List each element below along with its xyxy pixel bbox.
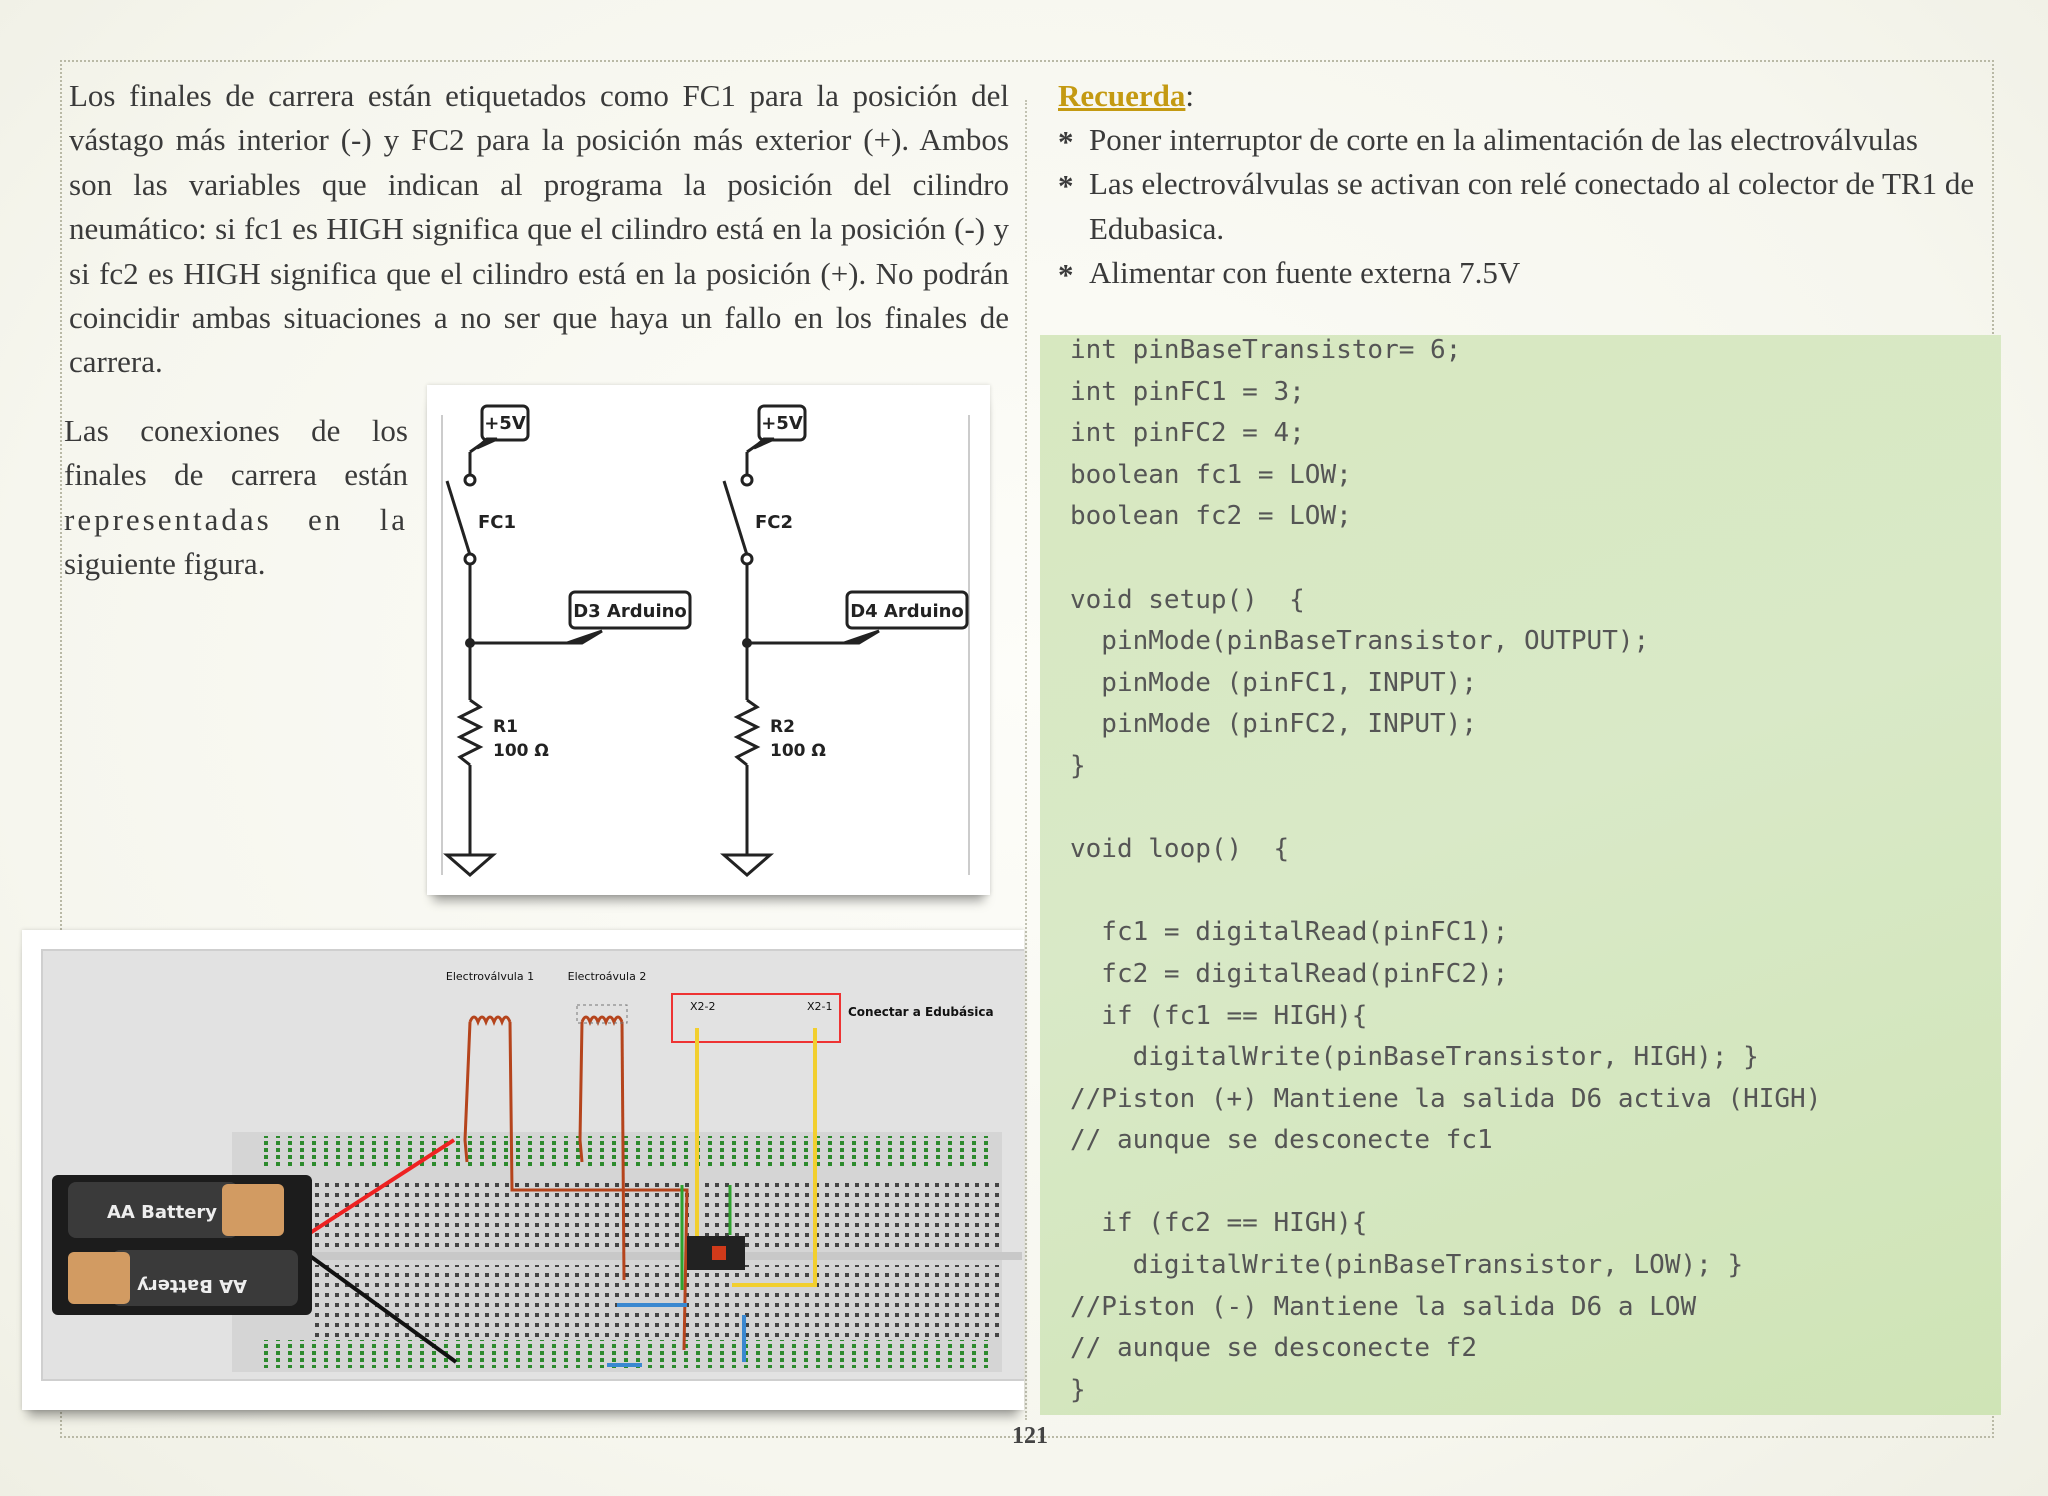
code-block-background: [1040, 335, 2001, 1415]
reminder-item: Las electroválvulas se activan con relé …: [1058, 162, 2018, 251]
schematic-figure: +5V +5V FC1 FC2 D3 Arduino D4 Arduino R1…: [427, 385, 990, 895]
page-number: 121: [1012, 1423, 1048, 1449]
terminal-rows-bottom: [312, 1265, 1002, 1337]
connect-edubasica-label: Conectar a Edubásica: [848, 1005, 994, 1019]
reminder-item: Alimentar con fuente externa 7.5V: [1058, 251, 2018, 298]
battery-label-top: AA Battery: [107, 1202, 217, 1223]
resistor-label-r1: R1: [493, 717, 518, 737]
pin-label-d4: D4 Arduino: [850, 601, 964, 622]
battery-label-bottom: AA Battery: [137, 1275, 247, 1296]
reminder-list: Poner interruptor de corte en la aliment…: [1058, 118, 2018, 298]
arduino-code-listing: int pinBaseTransistor= 6; int pinFC1 = 3…: [1070, 335, 1822, 1405]
resistor-label-r2: R2: [770, 717, 795, 737]
switch-label-fc1: FC1: [478, 512, 516, 533]
reminder-item: Poner interruptor de corte en la aliment…: [1058, 118, 2018, 165]
resistor-value-r1: 100 Ω: [493, 741, 549, 761]
top-power-rail: [262, 1136, 992, 1166]
breadboard-wiring-diagram: Electroválvula 1 Electroávula 2 X2-2 X2-…: [41, 949, 1028, 1381]
connector-x21-label: X2-1: [807, 1000, 833, 1013]
column-divider: [1025, 100, 1027, 1420]
terminal-rows-top: [312, 1182, 1002, 1252]
valve-2-coil: [580, 1015, 624, 1027]
connections-text-a: Las conexiones de los finales de carrera…: [64, 413, 408, 493]
connector-x22-label: X2-2: [690, 1000, 716, 1013]
reminder-colon: :: [1185, 78, 1195, 113]
pin-label-d3: D3 Arduino: [573, 601, 687, 622]
reminder-heading: Recuerda:: [1058, 74, 1194, 118]
intro-paragraph: Los finales de carrera están etiquetados…: [69, 78, 1009, 380]
reminder-title: Recuerda: [1058, 78, 1186, 113]
battery-bottom: [68, 1250, 298, 1306]
edubasica-connector-box: [671, 993, 841, 1043]
connections-text-c: siguiente figura.: [64, 546, 266, 582]
connections-paragraph: Las conexiones de los finales de carrera…: [64, 409, 408, 587]
limit-switch-schematic: +5V +5V FC1 FC2 D3 Arduino D4 Arduino R1…: [441, 404, 970, 877]
resistor-value-r2: 100 Ω: [770, 741, 826, 761]
battery-top: [68, 1182, 284, 1238]
switch-label-fc2: FC2: [755, 512, 793, 533]
valve-1-label: Electroválvula 1: [446, 970, 534, 983]
breadboard-figure: Electroválvula 1 Electroávula 2 X2-2 X2-…: [22, 930, 1028, 1410]
vcc-label-2: +5V: [761, 413, 803, 434]
valve-1-coil: [468, 1015, 512, 1027]
valve-2-label: Electroávula 2: [568, 970, 647, 983]
connections-text-b: representadas en la: [64, 501, 408, 537]
vcc-label-1: +5V: [484, 413, 526, 434]
